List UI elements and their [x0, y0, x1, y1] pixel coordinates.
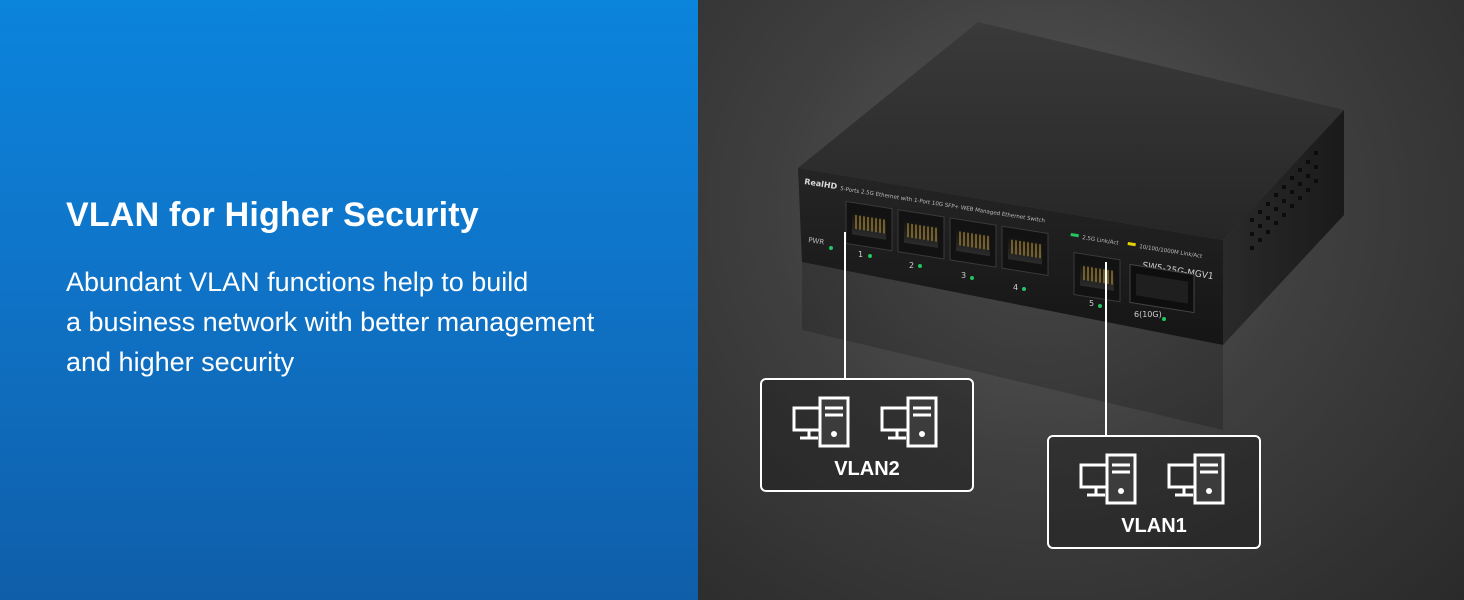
vlan2-box: VLAN2 — [760, 378, 974, 492]
switch-side — [1223, 110, 1344, 345]
port-group — [845, 200, 1195, 314]
headline: VLAN for Higher Security — [66, 196, 479, 234]
port-number: 4 — [1013, 283, 1018, 292]
computer-icon — [1079, 453, 1137, 505]
port-leds — [868, 254, 1166, 321]
text-panel: VLAN for Higher Security Abundant VLAN f… — [0, 0, 698, 600]
computer-icon — [792, 396, 850, 448]
switch-top — [798, 22, 1344, 240]
power-label: PWR — [808, 236, 825, 246]
port-number: 6(10G) — [1134, 310, 1162, 319]
port-number: 2 — [909, 261, 914, 270]
port-number: 5 — [1089, 299, 1094, 308]
vlan-label: VLAN2 — [834, 458, 900, 480]
computer-icon — [1167, 453, 1225, 505]
vent-grid — [1250, 151, 1318, 250]
product-image-panel: RealHD 5-Ports 2.5G Ethernet with 1-Port… — [698, 0, 1464, 600]
legend-25g: 2.5G Link/Act — [1082, 235, 1120, 247]
description-line: a business network with better managemen… — [66, 307, 595, 337]
port-number: 1 — [858, 250, 863, 259]
description-line: Abundant VLAN functions help to build — [66, 267, 529, 297]
description: Abundant VLAN functions help to build a … — [66, 262, 676, 382]
power-led — [829, 246, 833, 250]
vlan1-box: VLAN1 — [1047, 435, 1261, 549]
description-line: and higher security — [66, 347, 295, 377]
computer-icon — [880, 396, 938, 448]
switch-illustration: RealHD 5-Ports 2.5G Ethernet with 1-Port… — [798, 22, 1344, 436]
port-number: 3 — [961, 271, 966, 280]
vlan-label: VLAN1 — [1121, 515, 1187, 537]
